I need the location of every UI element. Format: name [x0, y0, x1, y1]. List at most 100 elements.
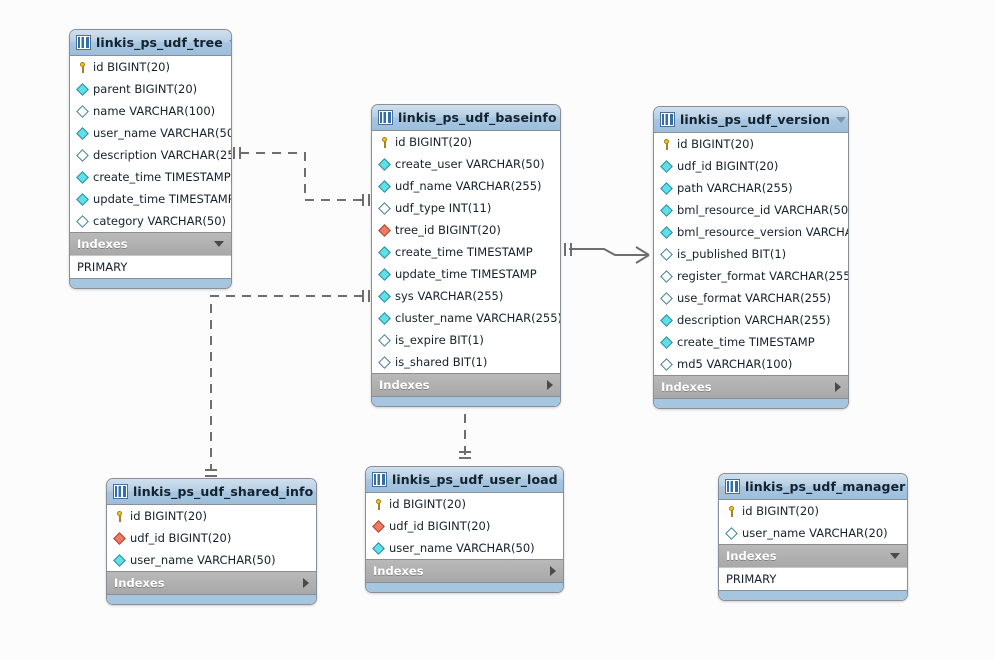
table-header[interactable]: linkis_ps_udf_baseinfo	[372, 105, 560, 131]
column-row[interactable]: bml_resource_version VARCHAR(20)	[654, 221, 848, 243]
column-label: bml_resource_version VARCHAR(20)	[677, 225, 848, 239]
column-row[interactable]: description VARCHAR(255)	[654, 309, 848, 331]
column-row[interactable]: path VARCHAR(255)	[654, 177, 848, 199]
chevron-right-icon[interactable]	[547, 380, 553, 390]
filled-diamond-icon	[379, 159, 390, 170]
chevron-down-icon[interactable]	[890, 553, 900, 559]
column-label: id BIGINT(20)	[389, 497, 466, 511]
column-label: create_time TIMESTAMP	[677, 335, 815, 349]
column-row[interactable]: category VARCHAR(50)	[70, 210, 231, 232]
table-grid-icon	[77, 36, 90, 49]
index-row[interactable]: PRIMARY	[70, 255, 231, 278]
column-row[interactable]: update_time TIMESTAMP	[372, 263, 560, 285]
hollow-diamond-icon	[661, 359, 672, 370]
column-row[interactable]: create_time TIMESTAMP	[70, 166, 231, 188]
column-row[interactable]: user_name VARCHAR(50)	[107, 549, 316, 571]
column-row[interactable]: create_user VARCHAR(50)	[372, 153, 560, 175]
column-row[interactable]: register_format VARCHAR(255)	[654, 265, 848, 287]
column-row[interactable]: udf_type INT(11)	[372, 197, 560, 219]
hollow-diamond-icon	[661, 271, 672, 282]
table-grid-icon	[726, 480, 739, 493]
indexes-section-header[interactable]: Indexes	[107, 571, 316, 594]
chevron-down-icon[interactable]	[228, 39, 231, 46]
column-row[interactable]: use_format VARCHAR(255)	[654, 287, 848, 309]
column-label: id BIGINT(20)	[677, 137, 754, 151]
chevron-down-icon[interactable]	[836, 116, 847, 123]
column-row[interactable]: cluster_name VARCHAR(255)	[372, 307, 560, 329]
column-row[interactable]: is_published BIT(1)	[654, 243, 848, 265]
column-row[interactable]: is_expire BIT(1)	[372, 329, 560, 351]
filled-diamond-icon	[379, 247, 390, 258]
column-row[interactable]: md5 VARCHAR(100)	[654, 353, 848, 375]
filled-diamond-icon	[661, 315, 672, 326]
column-label: tree_id BIGINT(20)	[395, 223, 501, 237]
column-row[interactable]: name VARCHAR(100)	[70, 100, 231, 122]
indexes-section-header[interactable]: Indexes	[372, 373, 560, 396]
table-header[interactable]: linkis_ps_udf_version	[654, 107, 848, 133]
column-row[interactable]: bml_resource_id VARCHAR(50)	[654, 199, 848, 221]
column-row[interactable]: id BIGINT(20)	[372, 131, 560, 153]
table-name-label: linkis_ps_udf_tree	[96, 35, 223, 50]
column-row[interactable]: create_time TIMESTAMP	[372, 241, 560, 263]
column-row[interactable]: description VARCHAR(255)	[70, 144, 231, 166]
table-footer	[70, 278, 231, 288]
column-label: bml_resource_id VARCHAR(50)	[677, 203, 849, 217]
column-row[interactable]: is_shared BIT(1)	[372, 351, 560, 373]
column-row[interactable]: udf_id BIGINT(20)	[107, 527, 316, 549]
hollow-diamond-icon	[661, 293, 672, 304]
column-row[interactable]: id BIGINT(20)	[107, 505, 316, 527]
indexes-label: Indexes	[77, 237, 128, 251]
column-label: description VARCHAR(255)	[677, 313, 831, 327]
table-footer	[107, 594, 316, 604]
filled-diamond-icon	[77, 172, 88, 183]
column-row[interactable]: sys VARCHAR(255)	[372, 285, 560, 307]
filled-diamond-icon	[379, 313, 390, 324]
column-row[interactable]: udf_id BIGINT(20)	[654, 155, 848, 177]
column-label: use_format VARCHAR(255)	[677, 291, 832, 305]
column-row[interactable]: id BIGINT(20)	[70, 56, 231, 78]
column-row[interactable]: id BIGINT(20)	[719, 500, 907, 522]
table-header[interactable]: linkis_ps_udf_shared_info	[107, 479, 316, 505]
key-icon	[661, 138, 672, 150]
indexes-section-header[interactable]: Indexes	[366, 559, 563, 582]
column-row[interactable]: user_name VARCHAR(20)	[719, 522, 907, 544]
filled-diamond-icon	[661, 227, 672, 238]
column-row[interactable]: user_name VARCHAR(50)	[366, 537, 563, 559]
hollow-diamond-icon	[77, 216, 88, 227]
chevron-right-icon[interactable]	[303, 578, 309, 588]
column-list: id BIGINT(20)udf_id BIGINT(20)user_name …	[107, 505, 316, 571]
column-label: id BIGINT(20)	[93, 60, 170, 74]
column-row[interactable]: udf_id BIGINT(20)	[366, 515, 563, 537]
column-row[interactable]: id BIGINT(20)	[654, 133, 848, 155]
column-label: parent BIGINT(20)	[93, 82, 198, 96]
table-header[interactable]: linkis_ps_udf_tree	[70, 30, 231, 56]
chevron-down-icon[interactable]	[214, 241, 224, 247]
chevron-right-icon[interactable]	[835, 382, 841, 392]
index-row[interactable]: PRIMARY	[719, 567, 907, 590]
column-row[interactable]: create_time TIMESTAMP	[654, 331, 848, 353]
table-header[interactable]: linkis_ps_udf_manager	[719, 474, 907, 500]
column-row[interactable]: tree_id BIGINT(20)	[372, 219, 560, 241]
column-row[interactable]: user_name VARCHAR(50)	[70, 122, 231, 144]
relationship-baseinfo-version	[564, 243, 650, 264]
column-label: user_name VARCHAR(50)	[93, 126, 232, 140]
column-label: udf_id BIGINT(20)	[389, 519, 491, 533]
table-header[interactable]: linkis_ps_udf_user_load	[366, 467, 563, 493]
column-row[interactable]: udf_name VARCHAR(255)	[372, 175, 560, 197]
hollow-diamond-icon	[379, 203, 390, 214]
indexes-section-header[interactable]: Indexes	[70, 232, 231, 255]
column-row[interactable]: id BIGINT(20)	[366, 493, 563, 515]
indexes-section-header[interactable]: Indexes	[654, 375, 848, 398]
indexes-section-header[interactable]: Indexes	[719, 544, 907, 567]
relationship-baseinfo-user-load	[459, 398, 471, 459]
chevron-right-icon[interactable]	[550, 566, 556, 576]
column-row[interactable]: update_time TIMESTAMP	[70, 188, 231, 210]
column-label: cluster_name VARCHAR(255)	[395, 311, 561, 325]
column-row[interactable]: parent BIGINT(20)	[70, 78, 231, 100]
